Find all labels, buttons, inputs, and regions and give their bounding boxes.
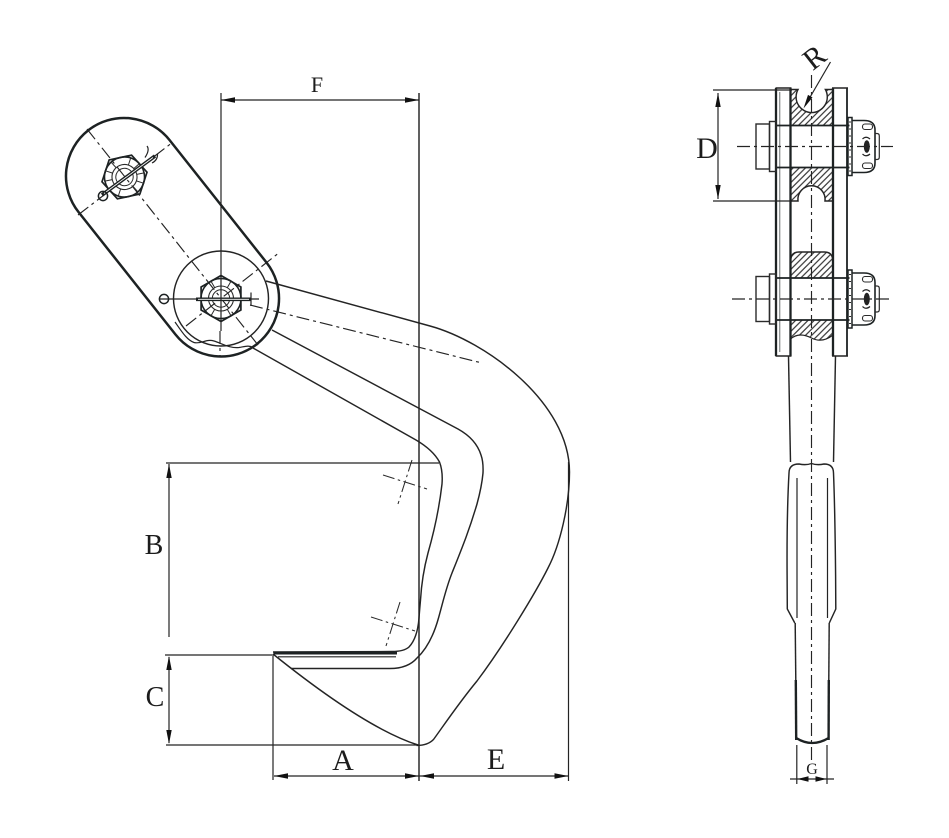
svg-text:C: C xyxy=(146,682,165,713)
svg-text:F: F xyxy=(311,72,323,97)
svg-text:E: E xyxy=(487,743,505,776)
svg-text:A: A xyxy=(332,744,354,777)
svg-text:D: D xyxy=(696,132,718,165)
svg-text:B: B xyxy=(145,530,164,561)
svg-text:G: G xyxy=(806,761,818,778)
